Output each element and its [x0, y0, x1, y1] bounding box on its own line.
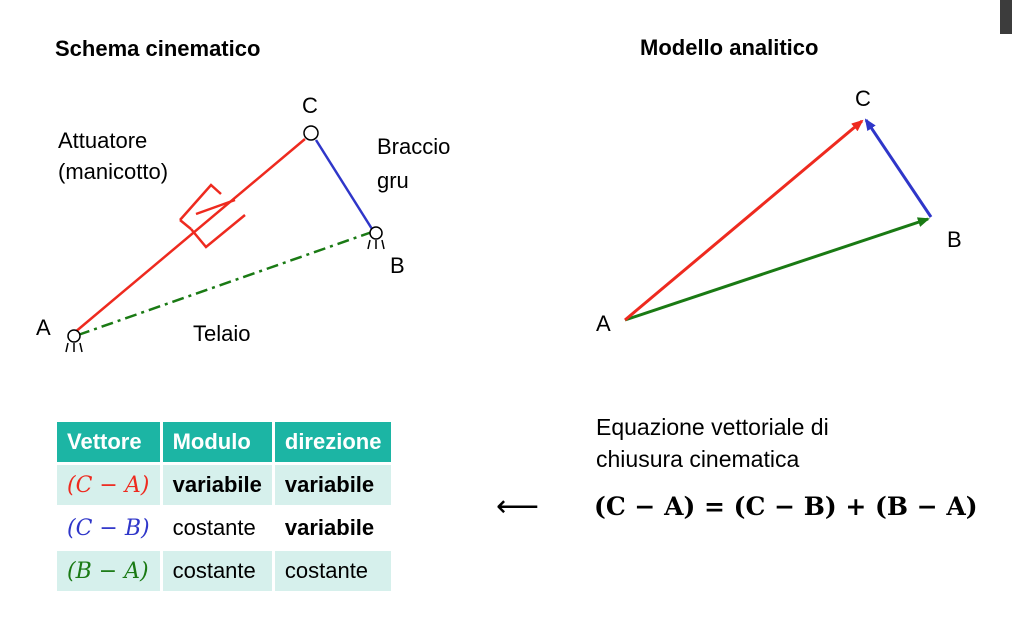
- vector-table: Vettore Modulo direzione (C − A) variabi…: [57, 419, 395, 594]
- equation-caption-line1: Equazione vettoriale di: [596, 414, 829, 440]
- frame-link-line: [77, 230, 373, 337]
- header-vettore: Vettore: [57, 422, 163, 462]
- direzione-cell: variabile: [274, 508, 395, 548]
- header-direzione: direzione: [274, 422, 395, 462]
- sleeve-icon: [179, 183, 246, 249]
- frame-label: Telaio: [193, 321, 251, 346]
- header-modulo: Modulo: [162, 422, 275, 462]
- arm-line: [314, 139, 374, 230]
- point-c-label: C: [302, 93, 318, 118]
- arm-label-line1: Braccio: [377, 134, 451, 159]
- arm-label-line2: gru: [377, 168, 409, 193]
- point-a-label: A: [36, 315, 51, 340]
- joint-c-icon: [303, 125, 319, 141]
- window-corner-bar: [1000, 0, 1012, 34]
- model-point-a-label: A: [596, 311, 611, 336]
- right-title: Modello analitico: [640, 35, 819, 60]
- vector-c-minus-a: [624, 119, 864, 322]
- modulo-cell: variabile: [162, 465, 275, 505]
- closure-equation: (C − A) = (C − B) + (B − A): [594, 492, 978, 521]
- hinge-b-icon: [367, 226, 385, 250]
- actuator-label-line2: (manicotto): [58, 159, 169, 184]
- modulo-cell: costante: [162, 551, 275, 591]
- vector-cell: (C − A): [57, 465, 163, 505]
- vector-b-minus-a: [624, 217, 930, 322]
- left-arrow-icon: ⟵: [496, 489, 540, 524]
- point-b-label: B: [390, 253, 405, 278]
- hinge-a-icon: [65, 329, 83, 353]
- direzione-cell: variabile: [274, 465, 395, 505]
- analytic-model: [624, 118, 933, 322]
- vector-c-minus-b: [864, 118, 933, 218]
- model-point-c-label: C: [855, 86, 871, 111]
- left-title: Schema cinematico: [55, 36, 261, 61]
- table-row: (C − B) costante variabile: [57, 508, 395, 548]
- actuator-line: [73, 138, 306, 334]
- equation-caption-line2: chiusura cinematica: [596, 446, 800, 472]
- vector-cell: (C − B): [57, 508, 163, 548]
- modulo-cell: costante: [162, 508, 275, 548]
- vector-cell: (B − A): [57, 551, 163, 591]
- table-row: (C − A) variabile variabile: [57, 465, 395, 505]
- model-point-b-label: B: [947, 227, 962, 252]
- direzione-cell: costante: [274, 551, 395, 591]
- kinematic-scheme: [65, 125, 385, 353]
- actuator-label-line1: Attuatore: [58, 128, 148, 153]
- table-row: (B − A) costante costante: [57, 551, 395, 591]
